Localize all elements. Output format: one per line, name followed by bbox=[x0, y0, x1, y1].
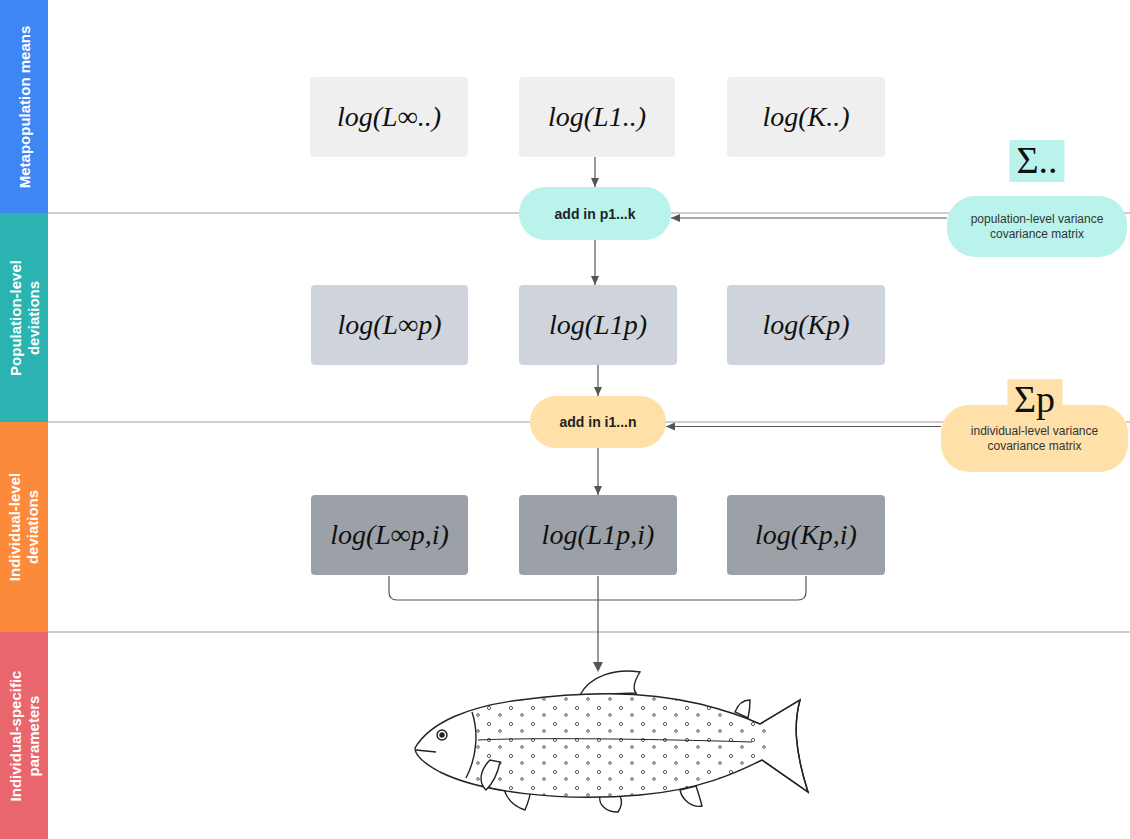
parameter-box: log(L1p,i) bbox=[519, 495, 677, 575]
section-band: Metapopulation means bbox=[0, 0, 48, 213]
flow-arrow bbox=[594, 157, 595, 187]
band-label: Individual-specific parameters bbox=[6, 644, 42, 827]
parameter-box: log(Kp,i) bbox=[727, 495, 885, 575]
covariance-pill: Σ..population-level variance covariance … bbox=[947, 196, 1127, 257]
parameter-box: log(L∞p,i) bbox=[311, 495, 468, 575]
parameter-box: log(L1p) bbox=[519, 285, 677, 365]
process-label: add in p1...k bbox=[555, 206, 636, 222]
parameter-box: log(L∞p) bbox=[311, 285, 468, 365]
trout-illustration bbox=[415, 671, 808, 812]
merge-stem bbox=[597, 576, 598, 664]
band-label: Population-level deviations bbox=[6, 225, 42, 410]
parameter-box: log(Kp) bbox=[727, 285, 885, 365]
flow-arrow bbox=[671, 217, 947, 218]
section-band: Individual-level deviations bbox=[0, 422, 48, 632]
section-band: Individual-specific parameters bbox=[0, 632, 48, 839]
parameter-label: log(L∞p) bbox=[338, 309, 442, 341]
flow-arrow bbox=[666, 426, 941, 427]
parameter-box: log(K..) bbox=[727, 77, 885, 157]
matrix-label: population-level variance covariance mat… bbox=[967, 212, 1107, 242]
flow-arrow bbox=[594, 240, 595, 285]
covariance-pill: Σpindividual-level variance covariance m… bbox=[941, 405, 1128, 472]
sigma-heading: Σ.. bbox=[1009, 140, 1064, 182]
parameter-label: log(Kp) bbox=[762, 309, 849, 341]
matrix-label: individual-level variance covariance mat… bbox=[961, 424, 1108, 454]
parameter-box: log(L∞..) bbox=[310, 77, 468, 157]
flow-arrow bbox=[597, 448, 598, 495]
parameter-label: log(L∞p,i) bbox=[330, 519, 449, 551]
parameter-label: log(L∞..) bbox=[337, 101, 441, 133]
parameter-label: log(L1..) bbox=[548, 101, 646, 133]
section-band: Population-level deviations bbox=[0, 213, 48, 422]
parameter-label: log(K..) bbox=[762, 101, 849, 133]
process-label: add in i1...n bbox=[559, 414, 636, 430]
flow-arrow bbox=[597, 365, 598, 396]
merge-arrowhead bbox=[593, 662, 603, 672]
sigma-heading: Σp bbox=[1007, 379, 1062, 421]
parameter-box: log(L1..) bbox=[519, 77, 675, 157]
process-pill: add in p1...k bbox=[519, 187, 671, 240]
parameter-label: log(L1p,i) bbox=[542, 519, 655, 551]
parameter-label: log(Kp,i) bbox=[755, 519, 857, 551]
row-separator bbox=[48, 631, 1130, 632]
band-label: Metapopulation means bbox=[15, 12, 33, 201]
band-label: Individual-level deviations bbox=[6, 434, 42, 620]
parameter-label: log(L1p) bbox=[549, 309, 647, 341]
process-pill: add in i1...n bbox=[530, 396, 666, 448]
